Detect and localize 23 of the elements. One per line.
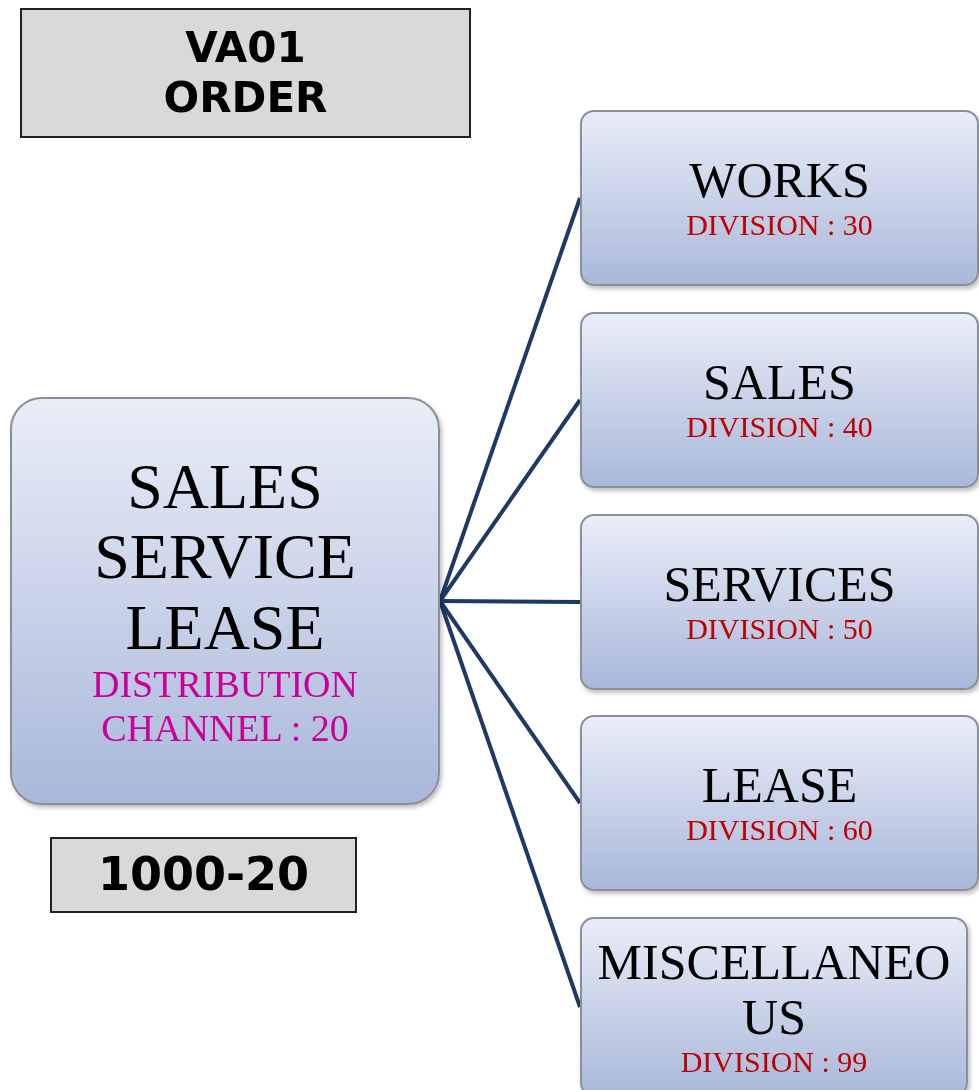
division-code: DIVISION : 99 [679, 1044, 869, 1080]
division-title: SALES [702, 355, 857, 411]
division-title: MISCELLANEOUS [596, 934, 952, 1045]
label-box [20, 8, 471, 138]
division-box [580, 715, 979, 891]
connector-line [440, 599, 580, 604]
division-box [580, 917, 968, 1090]
division-title: WORKS [688, 153, 871, 209]
label-box [50, 837, 357, 913]
channel-code: DISTRIBUTION CHANNEL : 20 [91, 662, 359, 751]
division-code: DIVISION : 30 [685, 208, 874, 243]
division-title: LEASE [700, 758, 859, 814]
division-code: DIVISION : 40 [685, 410, 874, 445]
division-code: DIVISION : 60 [685, 813, 874, 848]
division-box [580, 514, 979, 690]
channel-title: SALES SERVICE LEASE [93, 451, 357, 663]
box-label: VA01 ORDER [162, 22, 329, 124]
division-title: SERVICES [662, 557, 897, 613]
division-box [580, 312, 979, 488]
channel-box [10, 397, 440, 805]
division-code: DIVISION : 50 [685, 612, 874, 647]
division-box [580, 110, 979, 286]
box-label: 1000-20 [96, 847, 311, 903]
